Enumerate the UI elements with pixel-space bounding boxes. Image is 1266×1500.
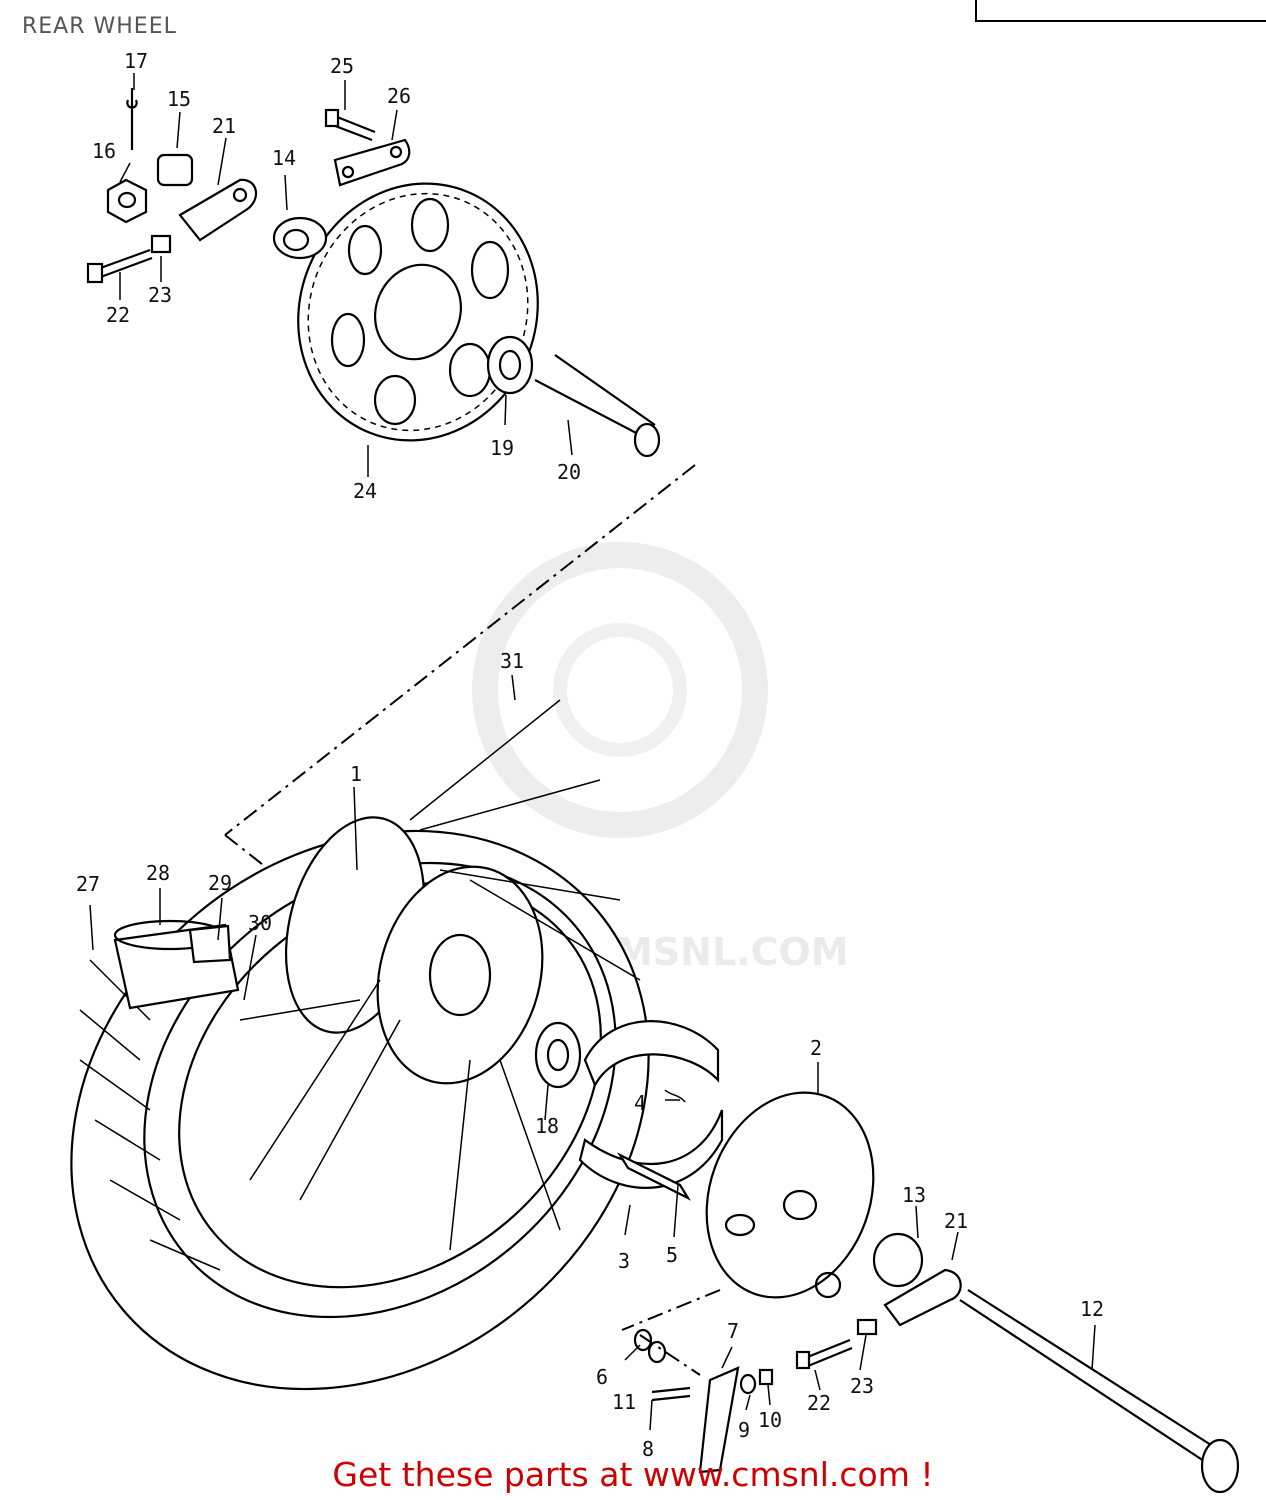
callout-21-left: 21 [212,114,236,138]
callout-24: 24 [353,479,377,503]
rear-hub [239,699,641,1251]
callout-23-right: 23 [850,1374,874,1398]
callout-2: 2 [810,1036,822,1060]
axle-spacer [534,354,661,458]
callout-16: 16 [92,139,116,163]
callout-15: 15 [167,87,191,111]
footer-link[interactable]: Get these parts at www.cmsnl.com ! [332,1455,934,1494]
callout-1: 1 [350,762,362,786]
lock-washer [333,138,411,187]
brake-arm-nut [758,1368,774,1386]
corner-frame [975,0,1266,22]
chain-adjuster [178,178,257,242]
callout-9: 9 [738,1418,750,1442]
callout-26: 26 [387,84,411,108]
callout-17: 17 [124,49,148,73]
circlip [633,1328,653,1352]
rear-axle [959,1289,1240,1494]
adjuster-nut-right [856,1318,878,1336]
page-title: REAR WHEEL [22,14,177,39]
sprocket-spacer [272,216,328,260]
wheel-bearing [534,1021,582,1089]
rim-band [188,924,232,964]
cotter-pin [126,88,138,150]
adjuster-bolt-right [795,1338,853,1370]
callout-25: 25 [330,54,354,78]
callout-8: 8 [642,1437,654,1461]
callout-7: 7 [727,1319,739,1343]
callout-14: 14 [272,146,296,170]
callouts: 1 2 3 4 5 6 7 8 9 10 11 12 13 14 15 16 1… [76,49,1104,1461]
callout-22-right: 22 [807,1391,831,1415]
callout-27: 27 [76,872,100,896]
callout-18: 18 [535,1114,559,1138]
rear-sprocket [297,182,539,442]
bearing-collar [486,335,534,395]
callout-11: 11 [612,1390,636,1414]
callout-4: 4 [634,1091,646,1115]
callout-19: 19 [490,436,514,460]
castle-nut [156,153,194,187]
callout-30: 30 [248,911,272,935]
callout-20: 20 [557,460,581,484]
adjuster-bolt [86,248,153,284]
callout-28: 28 [146,861,170,885]
leader-lines [89,73,1096,1431]
washer [647,1340,667,1364]
axle-spacer-right [872,1232,924,1288]
callout-10: 10 [758,1408,782,1432]
brake-cam [617,1152,691,1201]
callout-5: 5 [666,1243,678,1267]
adjuster-nut [150,234,172,254]
shoe-spring [664,1089,686,1103]
chain-adjuster-right [883,1268,962,1327]
brake-panel [705,1091,875,1299]
callout-3: 3 [618,1249,630,1273]
callout-12: 12 [1080,1297,1104,1321]
callout-6: 6 [596,1365,608,1389]
brake-arm-bolt [651,1386,691,1402]
axle-nut [106,178,148,224]
callout-21-right: 21 [944,1209,968,1233]
sprocket-bolt [324,108,376,142]
brake-arm [698,1366,740,1474]
brake-shoes [578,1020,724,1189]
callout-31: 31 [500,649,524,673]
callout-13: 13 [902,1183,926,1207]
callout-29: 29 [208,871,232,895]
spring-washer [739,1373,757,1395]
callout-23-left: 23 [148,283,172,307]
callout-22-left: 22 [106,303,130,327]
